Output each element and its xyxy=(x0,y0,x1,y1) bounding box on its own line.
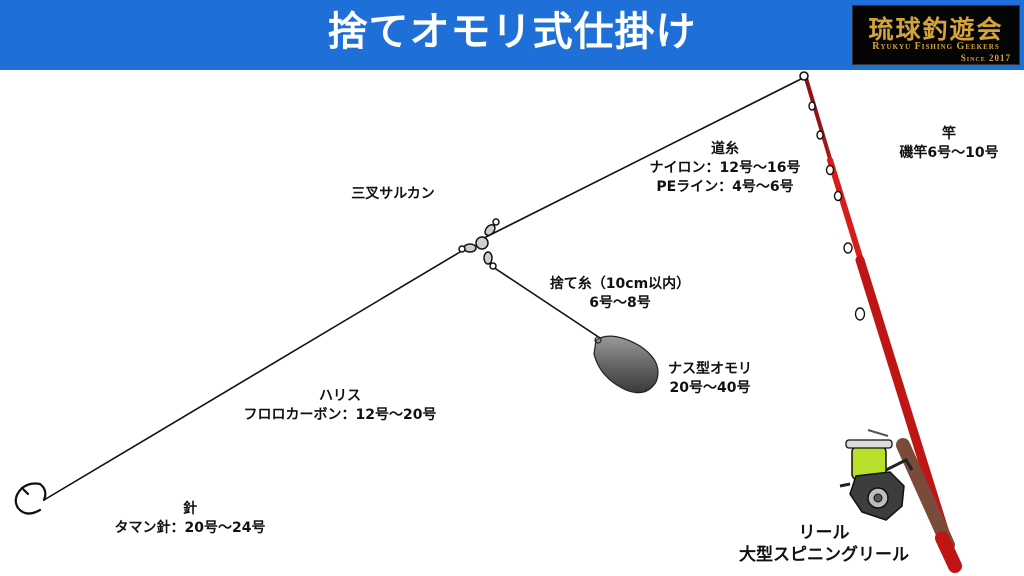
sinker-name: ナス型オモリ xyxy=(668,361,752,377)
leader-spec: フロロカーボン：12号～20号 xyxy=(243,407,437,423)
sinker-line xyxy=(489,264,601,339)
mainline-nylon-spec: ナイロン：12号～16号 xyxy=(649,160,801,176)
title-banner: 捨てオモリ式仕掛け 琉球釣遊会 Ryukyu Fishing Geekers S… xyxy=(0,0,1024,70)
hook-name: 針 xyxy=(183,501,197,517)
spinning-reel-icon xyxy=(839,429,914,521)
swivel-label: 三叉サルカン xyxy=(318,185,468,204)
logo-since-text: Since 2017 xyxy=(960,53,1011,63)
three-way-swivel-icon xyxy=(458,218,500,270)
hook-label: 針 タマン針：20号～24号 xyxy=(80,500,300,538)
ryukyu-fishing-geekers-logo: 琉球釣遊会 Ryukyu Fishing Geekers Since 2017 xyxy=(852,5,1020,65)
sinker-label: ナス型オモリ 20号～40号 xyxy=(645,360,775,398)
sinker-line-label: 捨て糸（10cm以内） 6号～8号 xyxy=(515,275,725,313)
fishing-rod-icon xyxy=(799,71,962,573)
sinker-line-spec: 6号～8号 xyxy=(589,295,651,311)
rod-name: 竿 xyxy=(942,126,956,142)
rod-label: 竿 磯竿6号～10号 xyxy=(874,125,1024,163)
sinker-spec: 20号～40号 xyxy=(669,380,751,396)
main-line xyxy=(479,76,806,241)
hook-spec: タマン針：20号～24号 xyxy=(114,520,266,536)
reel-label: リール 大型スピニングリール xyxy=(714,522,934,566)
mainline-name: 道糸 xyxy=(711,141,739,157)
rod-spec: 磯竿6号～10号 xyxy=(899,145,999,161)
page-title: 捨てオモリ式仕掛け xyxy=(327,9,697,55)
logo-english-text: Ryukyu Fishing Geekers xyxy=(872,41,1000,52)
leader-label: ハリス フロロカーボン：12号～20号 xyxy=(200,387,480,425)
mainline-label: 道糸 ナイロン：12号～16号 PEライン：4号～6号 xyxy=(615,140,835,197)
egg-sinker-icon xyxy=(593,335,659,394)
logo-japanese-text: 琉球釣遊会 xyxy=(868,15,1004,44)
leader-line xyxy=(43,251,461,501)
sinker-line-name: 捨て糸（10cm以内） xyxy=(549,276,691,292)
swivel-name: 三叉サルカン xyxy=(351,186,435,202)
leader-name: ハリス xyxy=(319,388,361,404)
mainline-pe-spec: PEライン：4号～6号 xyxy=(656,179,794,195)
tama-hook-icon xyxy=(14,482,47,515)
reel-spec: 大型スピニングリール xyxy=(739,545,909,565)
reel-name: リール xyxy=(798,523,850,543)
